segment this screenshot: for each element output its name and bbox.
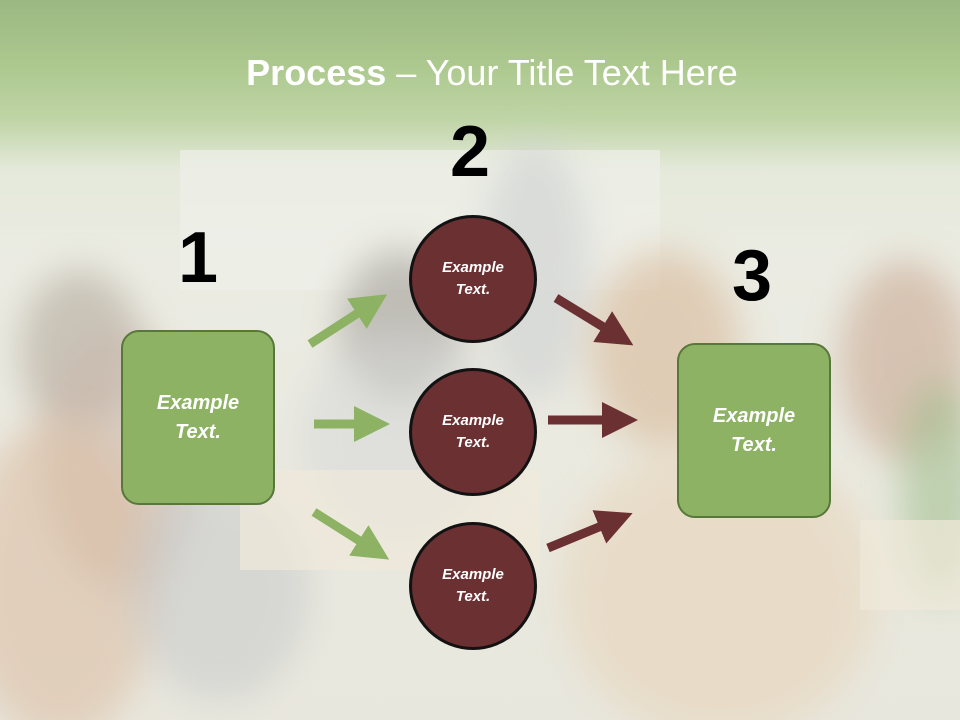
green-arrow-up: [307, 294, 388, 348]
red-arrow-up: [546, 510, 633, 553]
title-bold: Process: [246, 52, 387, 93]
step-2-circle-middle-label: Example Text.: [442, 411, 504, 452]
step-3-box: Example Text.: [677, 343, 831, 518]
step-1-box: Example Text.: [121, 330, 275, 505]
green-arrow-down: [311, 508, 390, 560]
title-rest: – Your Title Text Here: [386, 52, 738, 93]
step-2-circle-top: Example Text.: [409, 215, 537, 343]
step-1-label: Example Text.: [156, 391, 240, 443]
step-2-circle-bottom-label: Example Text.: [442, 565, 504, 606]
step-2-circle-top-label: Example Text.: [442, 258, 504, 299]
step-number-2: 2: [450, 112, 491, 192]
step-number-1: 1: [178, 218, 219, 298]
step-3-label: Example Text.: [712, 404, 796, 456]
red-arrow-down: [553, 294, 634, 346]
step-number-3: 3: [732, 236, 773, 316]
slide-title: Process – Your Title Text Here: [0, 52, 960, 94]
step-2-circle-bottom: Example Text.: [409, 522, 537, 650]
step-2-circle-middle: Example Text.: [409, 368, 537, 496]
